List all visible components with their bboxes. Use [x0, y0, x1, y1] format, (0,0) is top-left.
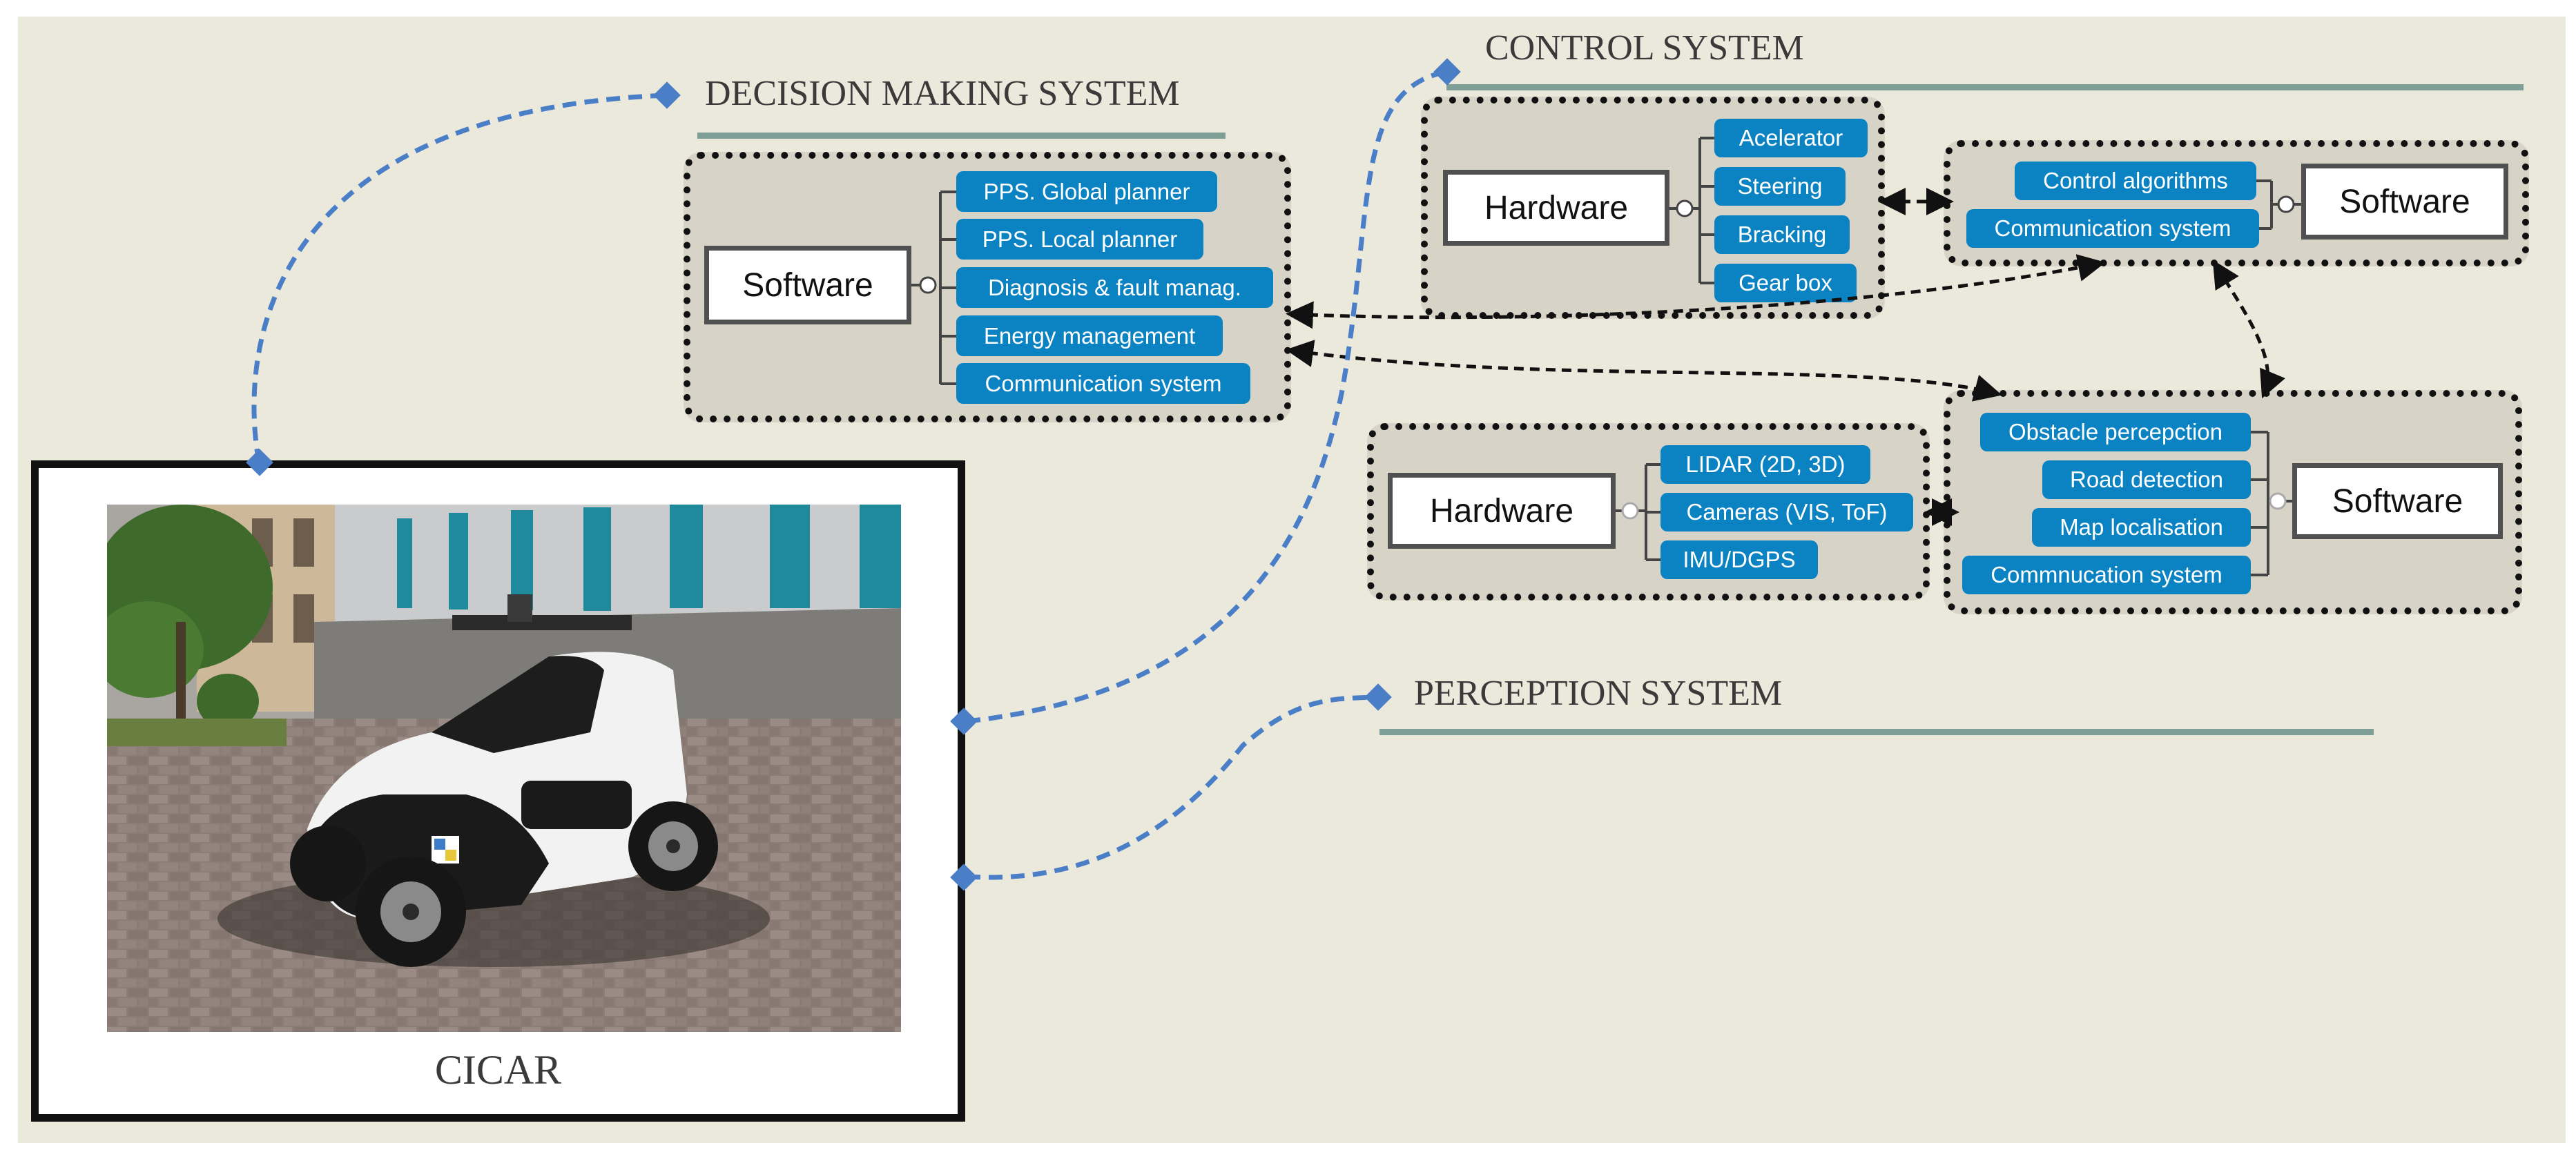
diamond-photo-perception — [950, 864, 978, 891]
connector-perception — [966, 694, 1378, 880]
perception-item-road: Road detection — [2042, 460, 2251, 499]
control-sw-junction — [2277, 195, 2295, 213]
perception-system-title: PERCEPTION SYSTEM — [1414, 674, 1783, 713]
control-item-steering: Steering — [1714, 167, 1846, 206]
control-hardware-box: Hardware — [1443, 170, 1669, 246]
control-system-rule — [1446, 84, 2524, 90]
control-software-box: Software — [2301, 164, 2508, 240]
photo-connectors — [251, 69, 1447, 880]
perception-sw-junction — [2269, 492, 2287, 510]
control-item-communication: Communication system — [1966, 209, 2259, 248]
decision-making-rule — [697, 133, 1226, 139]
connector-control — [966, 69, 1447, 724]
control-hw-junction — [1676, 199, 1694, 217]
perception-software-box: Software — [2292, 463, 2503, 539]
control-sw-tree-lines — [2256, 179, 2301, 230]
arrow-decision-control-sw — [1286, 254, 2106, 329]
decision-item-global-planner: PPS. Global planner — [956, 171, 1217, 212]
vehicle-photo — [107, 505, 901, 1032]
diamond-perception-end — [1364, 683, 1392, 711]
decision-junction — [919, 276, 937, 294]
perception-item-lidar: LIDAR (2D, 3D) — [1660, 445, 1870, 484]
perception-hardware-box: Hardware — [1388, 473, 1616, 549]
perception-item-obstacle: Obstacle percepction — [1980, 413, 2251, 451]
perception-item-imu: IMU/DGPS — [1660, 540, 1818, 579]
inter-system-arrows — [1286, 188, 2285, 526]
diamond-decision-end — [653, 81, 681, 109]
control-system-title: CONTROL SYSTEM — [1485, 28, 1804, 68]
vehicle-photo-frame: CICAR — [31, 460, 965, 1122]
diamond-control-end — [1433, 58, 1461, 86]
vehicle-illustration — [107, 505, 901, 1032]
arrow-control-sw-perception-sw — [2212, 260, 2285, 399]
perception-item-map: Map localisation — [2032, 508, 2251, 547]
perception-hw-junction — [1621, 502, 1639, 520]
diamond-photo-top — [246, 449, 273, 476]
decision-item-local-planner: PPS. Local planner — [956, 219, 1203, 260]
decision-making-title: DECISION MAKING SYSTEM — [705, 74, 1180, 113]
decision-item-diagnosis: Diagnosis & fault manag. — [956, 267, 1273, 308]
control-item-acelerator: Acelerator — [1714, 119, 1868, 157]
arrow-decision-perception-sw — [1286, 340, 2002, 402]
decision-tree-lines — [911, 191, 956, 385]
perception-system-rule — [1379, 729, 2374, 735]
perception-item-cameras: Cameras (VIS, ToF) — [1660, 493, 1913, 531]
decision-item-energy: Energy management — [956, 315, 1223, 356]
connector-decision — [251, 92, 667, 463]
decision-item-communication: Communication system — [956, 363, 1250, 404]
decision-software-box: Software — [704, 246, 911, 324]
control-item-algorithms: Control algorithms — [2015, 162, 2256, 200]
connector-diamonds — [246, 58, 1461, 891]
diamond-photo-control — [950, 708, 978, 735]
control-item-bracking: Bracking — [1714, 215, 1850, 254]
perception-sw-tree-lines — [2251, 431, 2292, 576]
perception-item-communication: Commnucation system — [1962, 556, 2251, 594]
perception-hw-tree-lines — [1616, 463, 1660, 561]
vehicle-label: CICAR — [434, 1047, 562, 1093]
